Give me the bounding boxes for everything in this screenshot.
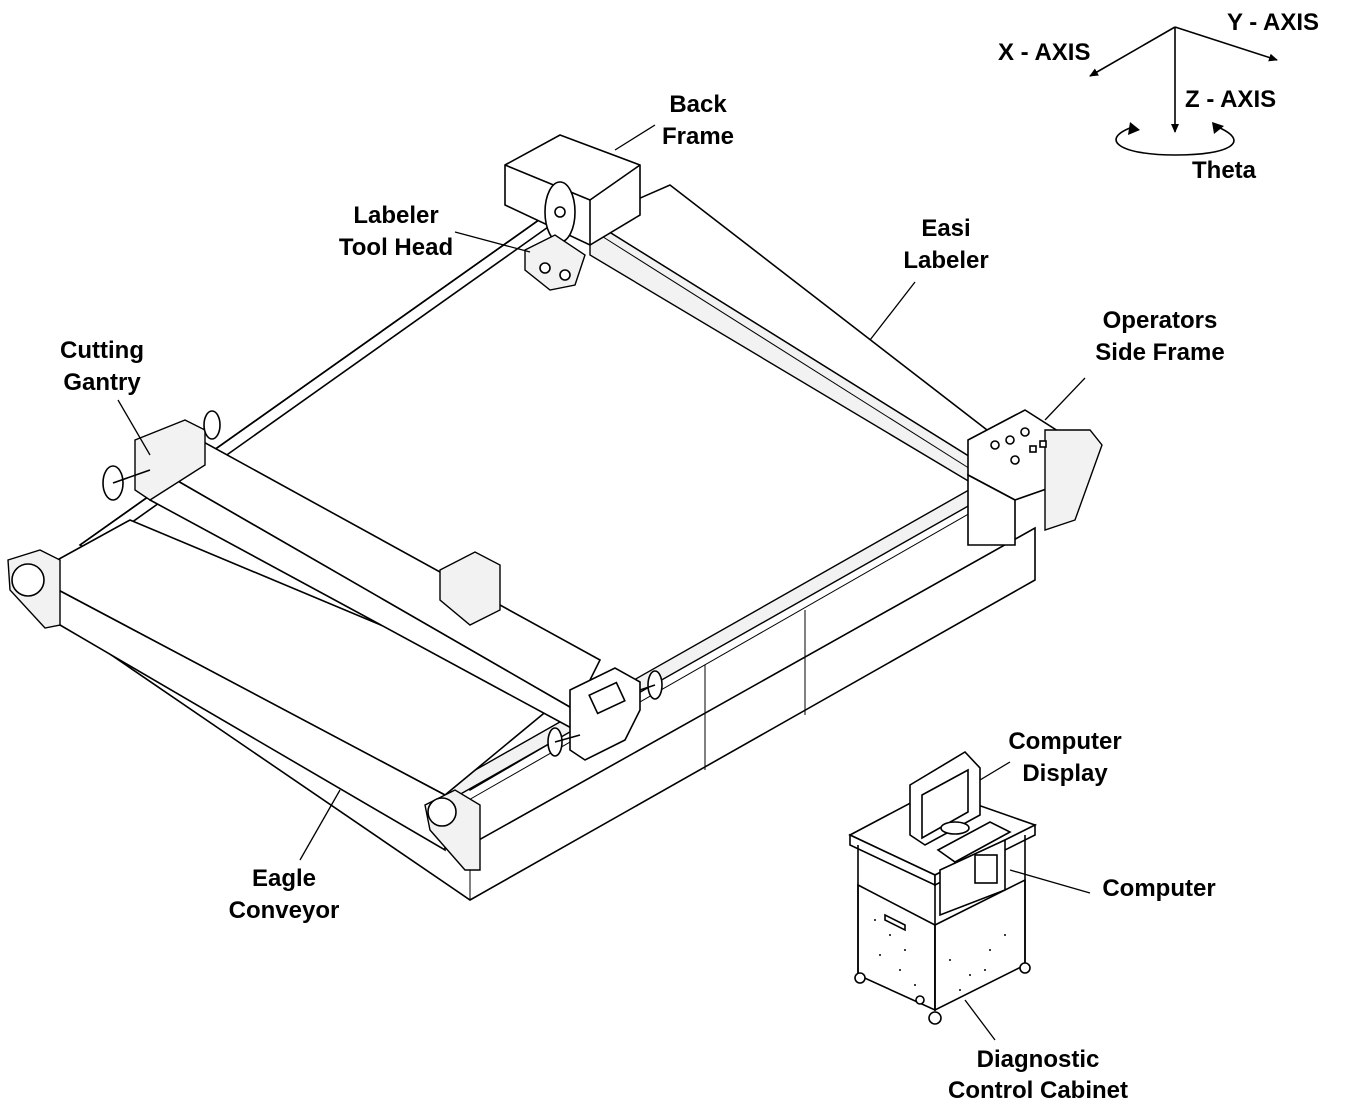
back-frame-label-line2: Frame <box>662 123 734 150</box>
cabinet-front <box>857 883 936 1012</box>
y-axis-arrow <box>1174 26 1278 62</box>
cutting-gantry <box>102 410 663 761</box>
gantry-end-left <box>134 419 206 501</box>
labeler-tool-head-label-line1: Labeler <box>353 202 438 229</box>
carriage-display <box>588 681 626 715</box>
x-axis-label: X - AXIS <box>998 39 1090 66</box>
labeler-tool-head-label-line2: Tool Head <box>339 234 453 261</box>
diagnostic-control-cabinet-label-line1: Diagnostic <box>977 1046 1100 1073</box>
x-axis-arrow <box>1089 26 1176 77</box>
operators-side-frame-label-line2: Side Frame <box>1095 339 1224 366</box>
side-frame-end <box>1044 429 1103 531</box>
theta-rotation-icon <box>1115 127 1235 156</box>
computer-display-label-line1: Computer <box>1008 728 1121 755</box>
eagle-conveyor-label-line2: Conveyor <box>229 897 340 924</box>
easi-labeler-label-line2: Labeler <box>903 247 988 274</box>
callout-labels: Back Frame Labeler Tool Head Easi Labele… <box>60 91 1225 1103</box>
gantry-bracket <box>439 551 501 626</box>
keyboard <box>936 821 1012 863</box>
monitor-screen <box>921 768 969 840</box>
z-axis-label: Z - AXIS <box>1185 86 1276 113</box>
back-frame-label-line1: Back <box>669 91 727 118</box>
back-frame <box>504 134 641 246</box>
back-frame-box <box>504 134 641 246</box>
computer-drive-bay <box>974 854 998 884</box>
theta-label: Theta <box>1192 157 1257 184</box>
diagnostic-control-cabinet-label-line2: Control Cabinet <box>948 1077 1128 1103</box>
computer-display <box>909 750 1012 863</box>
eagle-conveyor <box>7 519 562 871</box>
cutting-gantry-label-line1: Cutting <box>60 337 144 364</box>
operators-side-frame <box>967 409 1103 546</box>
easi-labeler-label-line1: Easi <box>921 215 970 242</box>
cutting-head-carriage <box>569 667 641 761</box>
leader-lines <box>117 124 1091 1041</box>
computer-display-label-line2: Display <box>1022 760 1108 787</box>
eagle-conveyor-label-line1: Eagle <box>252 865 316 892</box>
axis-symbol: X - AXIS Y - AXIS Z - AXIS Theta <box>998 9 1319 184</box>
y-axis-label: Y - AXIS <box>1227 9 1319 36</box>
operators-side-frame-label-line1: Operators <box>1103 307 1218 334</box>
labeler-tool-head <box>524 234 586 291</box>
spool-left-2 <box>203 410 221 440</box>
computer-label: Computer <box>1102 875 1215 902</box>
cutting-gantry-label-line2: Gantry <box>63 369 141 396</box>
monitor-stand <box>940 821 970 835</box>
